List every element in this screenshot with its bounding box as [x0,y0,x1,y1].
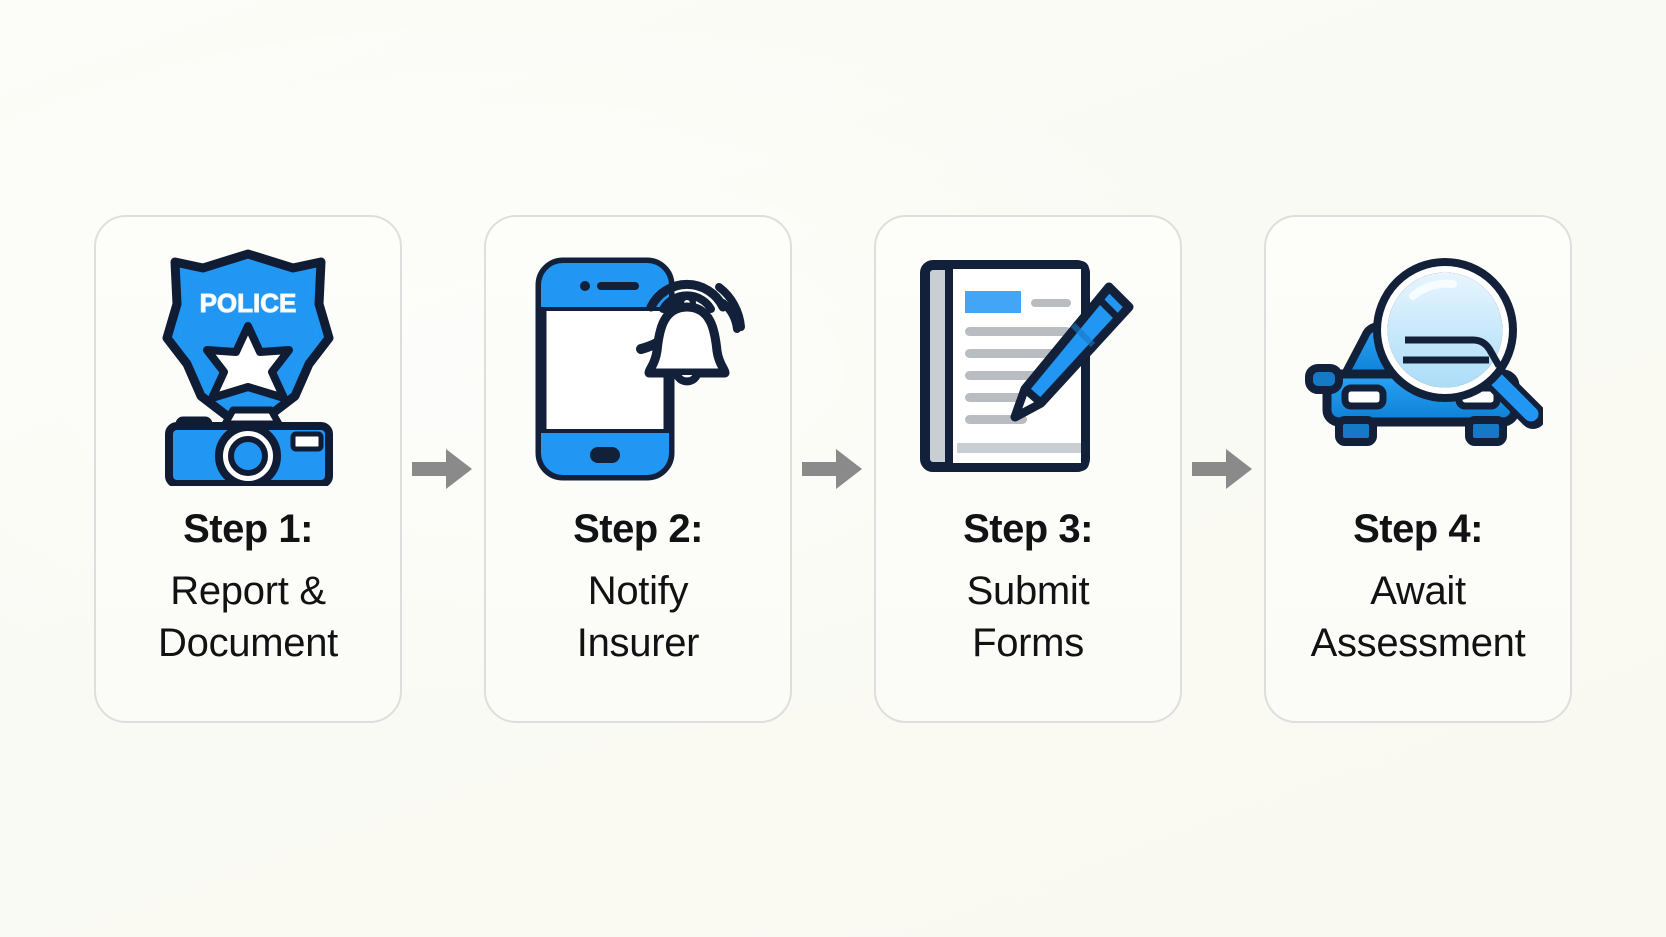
step-3-labels: Step 3: Submit Forms [876,509,1180,669]
step-4-body-line-1: Await [1370,568,1466,613]
arrow-2-to-3 [792,429,874,509]
pencil-icon [1010,282,1134,421]
step-2-head: Step 2: [573,506,703,551]
document-highlight-block [965,290,1021,313]
police-badge-text: POLICE [200,288,297,318]
camera-icon [165,406,333,486]
step-3-body-line-2: Forms [972,620,1084,665]
step-4-icon-group [1266,217,1570,509]
step-2-body-line-1: Notify [587,568,689,613]
document-icon [920,259,1090,472]
step-card-4[interactable]: Step 4: Await Assessment [1264,214,1572,723]
step-3-body-line-1: Submit [966,568,1090,613]
step-card-3[interactable]: Step 3: Submit Forms [874,214,1182,723]
ringing-bell-icon [636,279,745,385]
step-2-icon-group [486,217,790,509]
document-and-pencil-icons [920,259,1134,472]
arrow-1-to-2 [402,429,484,509]
magnifier-icon [1373,257,1543,429]
arrow-right-icon [802,448,862,489]
step-4-labels: Step 4: Await Assessment [1266,509,1570,669]
step-3-icon-group [876,217,1180,509]
step-1-body-line-1: Report & [170,568,326,613]
smartphone-and-bell-icons [535,257,745,480]
step-1-body-line-2: Document [158,620,338,665]
step-3-head: Step 3: [963,506,1093,551]
arrow-3-to-4 [1182,429,1264,509]
step-1-icon-group: POLICE [96,217,400,509]
arrow-right-icon [412,448,472,489]
step-1-labels: Step 1: Report & Document [96,509,400,669]
step-card-1[interactable]: POLICE Step 1: [94,214,402,723]
step-row: POLICE Step 1: [94,214,1572,723]
step-4-body-line-2: Assessment [1310,620,1526,665]
step-2-body-line-2: Insurer [576,620,700,665]
arrow-right-icon [1192,448,1252,489]
step-4-head: Step 4: [1353,506,1483,551]
smartphone-icon [535,257,675,480]
car-and-magnifier-icons [1305,257,1543,446]
police-badge-icon: POLICE [162,249,334,436]
step-card-2[interactable]: Step 2: Notify Insurer [484,214,792,723]
police-badge-and-camera-icons: POLICE [162,249,334,486]
step-1-head: Step 1: [183,506,313,551]
step-2-labels: Step 2: Notify Insurer [486,509,790,669]
